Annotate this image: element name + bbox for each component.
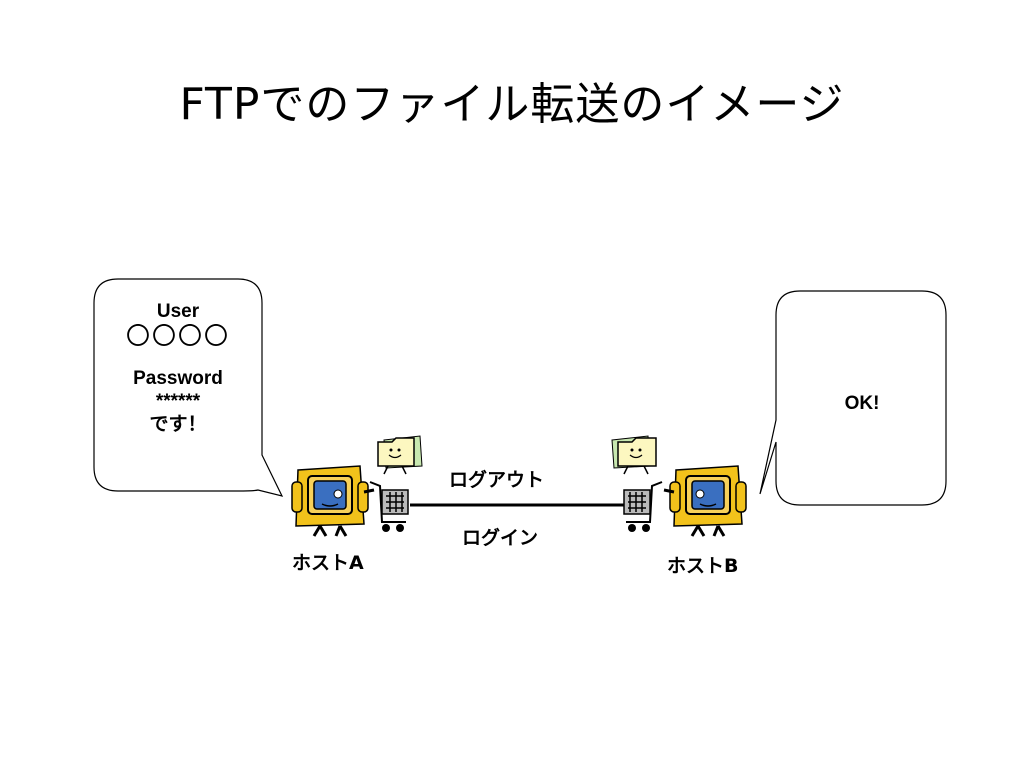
host-a-label: ホストA — [292, 552, 364, 574]
user-label: User — [156, 301, 200, 322]
closing-text: です！ — [149, 414, 207, 435]
bubble-left-text: User 〇〇〇〇 Password ****** です！ — [100, 300, 256, 436]
logout-label: ログアウト — [449, 469, 545, 491]
computer-character-icon — [663, 465, 747, 537]
shopping-cart-icon — [369, 481, 409, 532]
folder-character-icon — [611, 435, 657, 475]
page-title: FTPでのファイル転送のイメージ — [179, 79, 845, 130]
password-label: Password — [133, 368, 223, 389]
login-label: ログイン — [462, 527, 539, 549]
ok-text: OK! — [844, 393, 880, 414]
computer-character-icon — [291, 465, 375, 537]
host-b-label: ホストB — [667, 555, 739, 577]
speech-bubble-right — [759, 290, 947, 506]
bubble-right-text: OK! — [800, 392, 924, 415]
speech-bubble-left — [93, 278, 284, 497]
folder-character-icon — [377, 435, 423, 475]
password-value: ****** — [155, 391, 201, 412]
user-value: 〇〇〇〇 — [126, 323, 230, 350]
shopping-cart-icon — [623, 481, 663, 532]
